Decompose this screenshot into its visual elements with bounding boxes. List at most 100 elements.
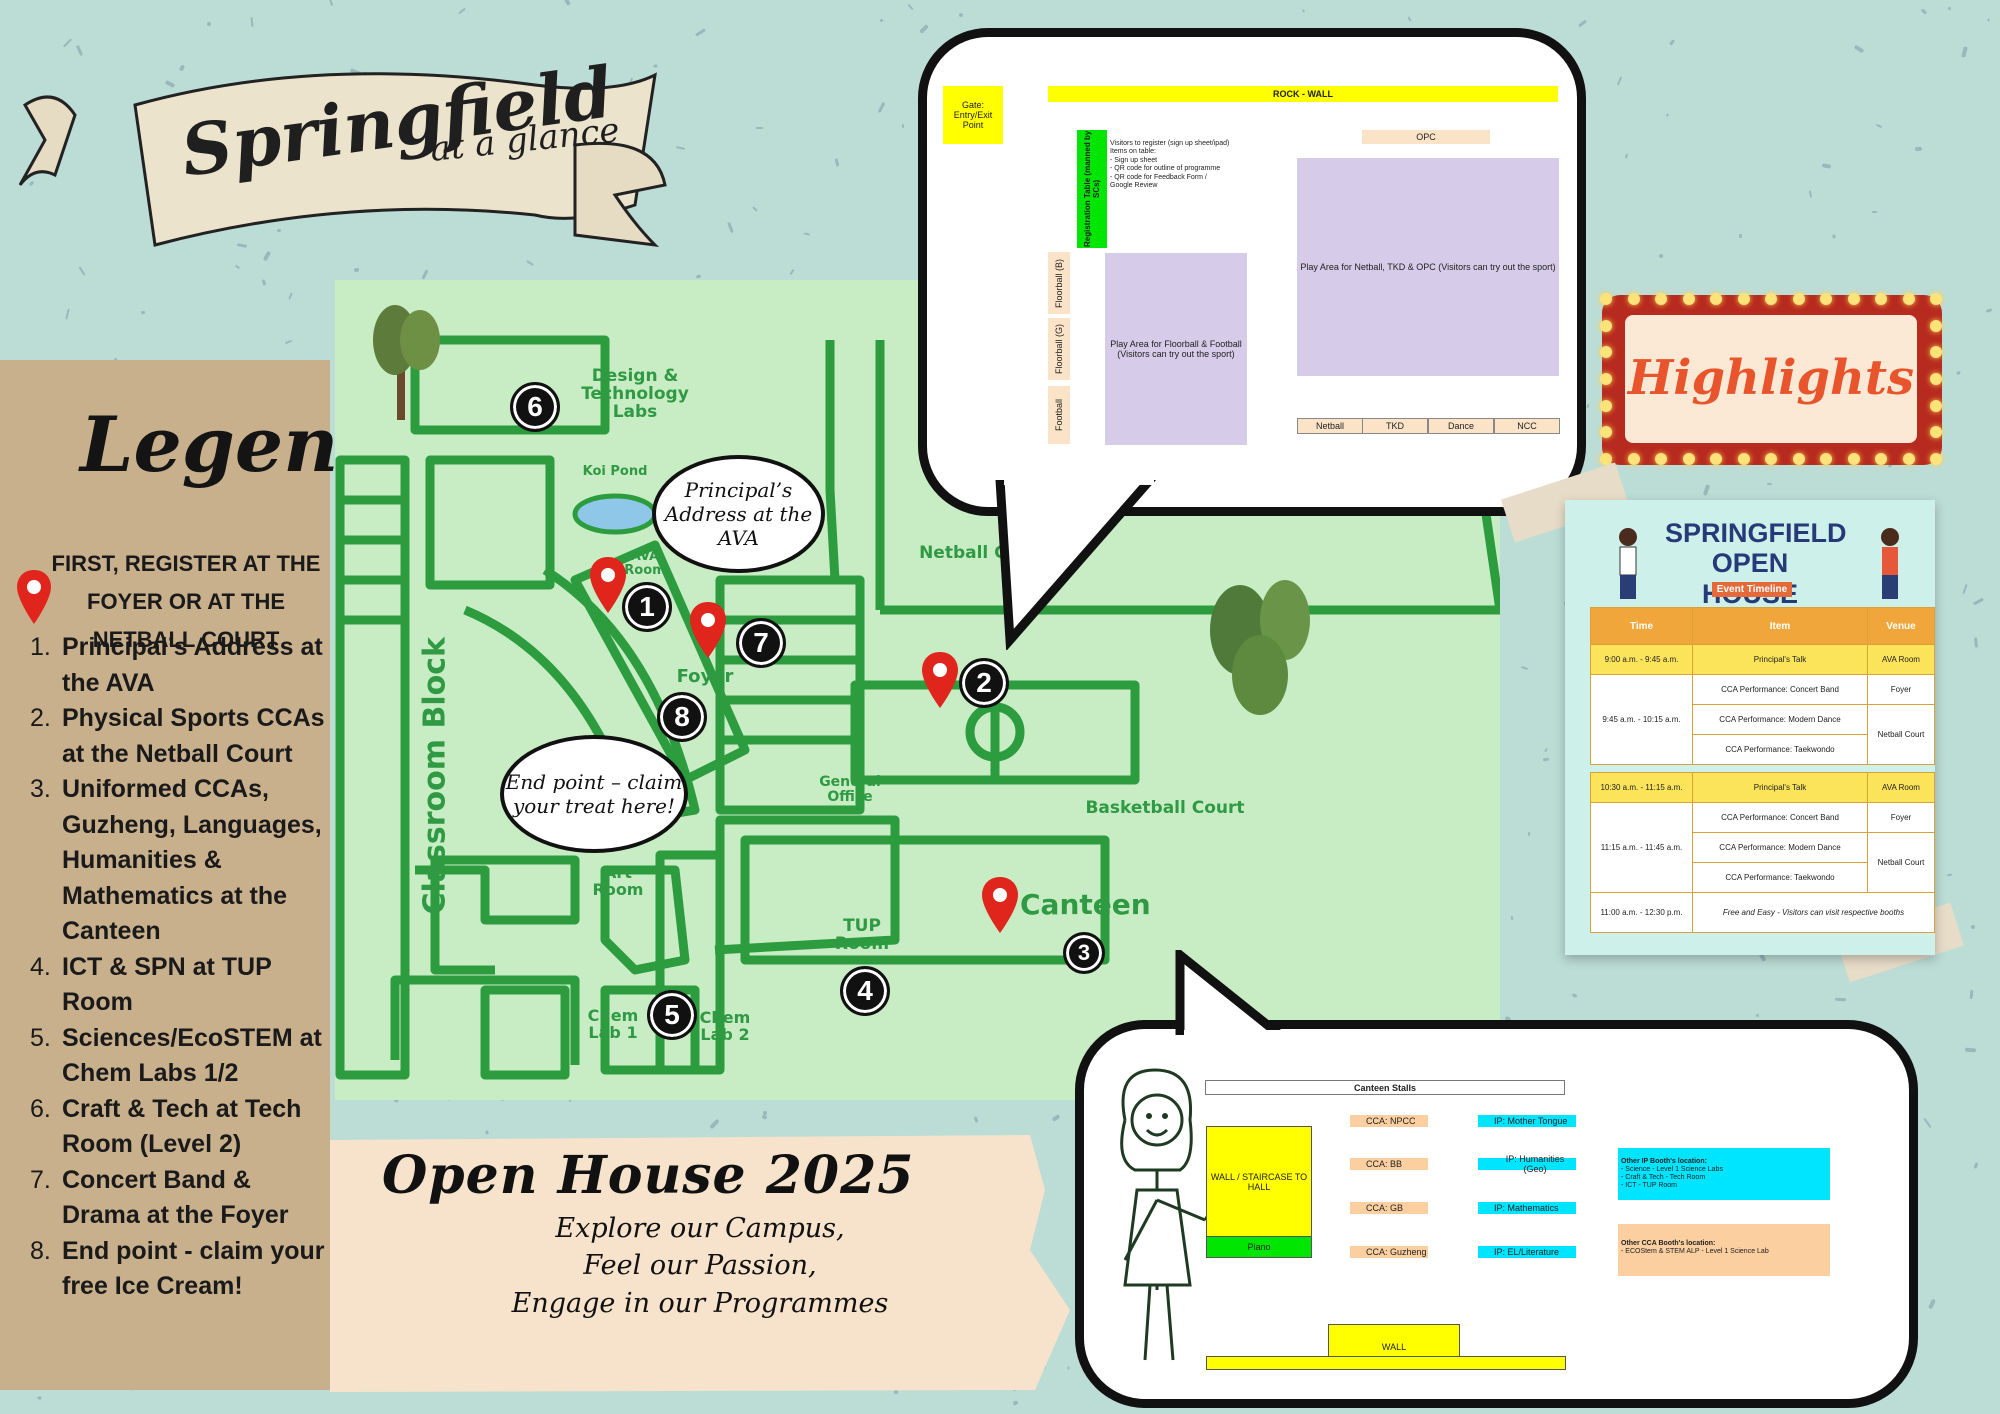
legend-item-text: ICT & SPN at TUP Room	[62, 952, 272, 1017]
bulb	[1682, 453, 1695, 465]
location-pin-icon	[590, 557, 626, 613]
background-speck	[789, 268, 795, 276]
row-item: Principal's Talk	[1692, 772, 1868, 803]
label-chem-lab1: Chem Lab 1	[587, 1006, 639, 1042]
label-koi-pond: Koi Pond	[582, 464, 648, 479]
other-ip-line: - ICT - TUP Room	[1621, 1182, 1678, 1189]
ip-cell: IP: Mathematics	[1478, 1202, 1576, 1214]
bottom-ncc: NCC	[1494, 418, 1560, 434]
bulb	[1655, 453, 1667, 465]
background-speck	[284, 339, 293, 345]
background-speck	[206, 21, 212, 27]
legend-item: 7. Concert Band & Drama at the Foyer	[30, 1163, 330, 1234]
legend-item: 2.Physical Sports CCAs at the Netball Co…	[30, 701, 330, 772]
student-figure-icon	[1881, 528, 1899, 599]
legend-item-text: End point - claim your free Ice Cream!	[62, 1236, 325, 1301]
bulb	[1710, 453, 1722, 465]
header-venue: Venue	[1867, 607, 1935, 645]
bulb	[1930, 426, 1942, 439]
background-speck	[834, 158, 840, 167]
ip-cell: IP: Humanities (Geo)	[1478, 1154, 1576, 1174]
ip-cell: IP: Mother Tongue	[1478, 1115, 1576, 1127]
legend-item-text: Craft & Tech at Tech Room (Level 2)	[62, 1094, 302, 1159]
label-foyer: Foyer	[676, 666, 734, 687]
bulb	[1930, 319, 1942, 332]
other-ip-line: - Craft & Tech - Tech Room	[1621, 1174, 1706, 1181]
background-speck	[1834, 997, 1847, 1002]
background-speck	[1808, 190, 1813, 198]
registration-notes: Visitors to register (sign up sheet/ipad…	[1110, 140, 1230, 189]
background-speck	[1544, 747, 1548, 753]
background-speck	[563, 0, 572, 7]
bulb	[1930, 399, 1942, 412]
badge-3: 3	[1063, 932, 1105, 974]
background-speck	[250, 16, 254, 28]
background-speck	[65, 308, 70, 320]
opc-cell: OPC	[1362, 130, 1490, 144]
bulb	[1600, 399, 1612, 412]
background-speck	[1914, 146, 1923, 152]
cca-cell: CCA: GB	[1350, 1202, 1428, 1214]
row-time: 10:30 a.m. - 11:15 a.m.	[1590, 772, 1693, 803]
speech-tail	[995, 480, 1156, 650]
canteen-header: Canteen Stalls	[1205, 1080, 1565, 1095]
background-speck	[1738, 233, 1743, 239]
bulb	[1600, 373, 1612, 385]
legend-panel	[0, 360, 330, 1390]
bulb	[1600, 426, 1612, 439]
background-speck	[877, 101, 886, 114]
background-speck	[1542, 757, 1550, 762]
background-speck	[1985, 308, 1993, 313]
badge-8: 8	[657, 692, 707, 742]
open-house-title: Open House 2025	[382, 1145, 915, 1206]
row-venue: Foyer	[1867, 674, 1935, 705]
ip-cell: IP: EL/Literature	[1478, 1246, 1576, 1258]
label-general-office: General Office	[819, 774, 881, 805]
legend-item-number: 1.	[30, 633, 51, 661]
legend-item-number: 7.	[30, 1165, 51, 1194]
background-speck	[1871, 210, 1878, 214]
legend-item: 8.End point - claim your free Ice Cream!	[30, 1234, 330, 1305]
badge-5: 5	[647, 990, 697, 1040]
row-time: 9:00 a.m. - 9:45 a.m.	[1590, 644, 1693, 675]
background-speck	[1973, 637, 1979, 648]
badge-7: 7	[736, 618, 786, 668]
bulb	[1600, 346, 1612, 359]
background-speck	[727, 221, 734, 234]
bulb	[1847, 293, 1860, 305]
legend-item: 5.Sciences/EcoSTEM at Chem Labs 1/2	[30, 1021, 330, 1092]
legend-item-text: Sciences/EcoSTEM at Chem Labs 1/2	[62, 1023, 322, 1088]
row-item: CCA Performance: Taekwondo	[1692, 734, 1868, 765]
legend-item-number: 6.	[30, 1094, 51, 1123]
cca-cell: CCA: BB	[1350, 1158, 1428, 1170]
principal-speech-bubble: Principal’s Address at the AVA	[652, 455, 825, 573]
play-area-netball: Play Area for Netball, TKD & OPC (Visito…	[1297, 158, 1559, 376]
row-item: Free and Easy - Visitors can visit respe…	[1692, 892, 1935, 933]
bottom-dance: Dance	[1428, 418, 1494, 434]
background-speck	[803, 232, 811, 236]
background-speck	[1923, 1117, 1932, 1129]
row-item: CCA Performance: Taekwondo	[1692, 862, 1868, 893]
other-ip-title: Other IP Booth's location:	[1621, 1158, 1707, 1165]
badge-4: 4	[840, 966, 890, 1016]
background-speck	[1578, 19, 1587, 28]
speech-tail	[1175, 950, 1284, 1040]
other-ip-box	[1618, 1148, 1830, 1200]
row-item: CCA Performance: Concert Band	[1692, 674, 1868, 705]
bulb	[1792, 293, 1805, 305]
row-item: CCA Performance: Modern Dance	[1692, 704, 1868, 735]
play-area-floorball: Play Area for Floorball & Football (Visi…	[1105, 253, 1247, 445]
background-speck	[1920, 8, 1928, 15]
background-speck	[695, 28, 706, 37]
bulb	[1930, 373, 1942, 385]
header-item: Item	[1692, 607, 1868, 645]
background-speck	[1624, 153, 1629, 159]
bulb	[1600, 319, 1612, 332]
bulb	[1902, 293, 1915, 305]
background-speck	[1961, 46, 1968, 58]
other-cca-title: Other CCA Booth's location:	[1621, 1240, 1716, 1247]
location-pin-icon	[690, 602, 726, 658]
background-speck	[919, 24, 929, 34]
bulb	[1930, 453, 1942, 465]
bulb	[1627, 453, 1640, 465]
